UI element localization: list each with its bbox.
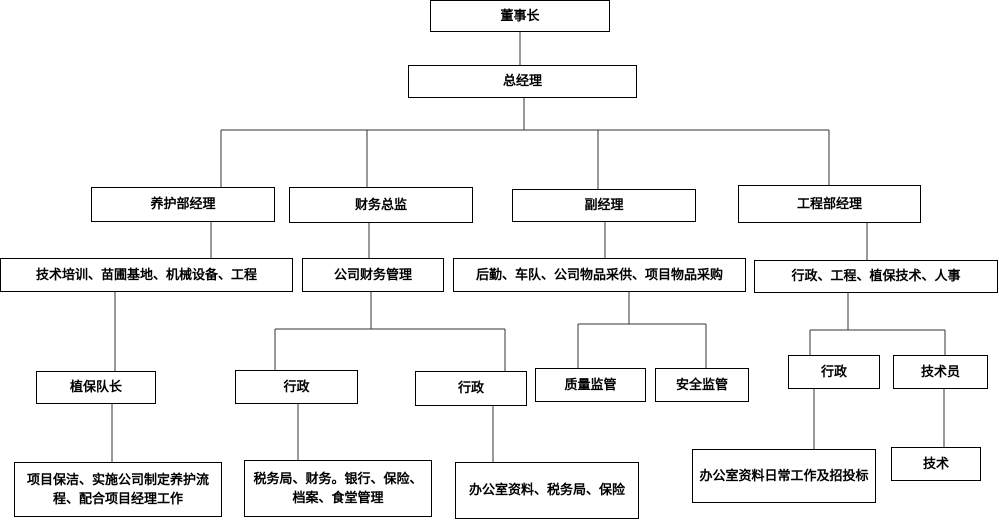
admin-box-1: 行政 <box>235 370 358 404</box>
vice-duties-box: 后勤、车队、公司物品采供、项目物品采购 <box>453 258 746 292</box>
engineering-duties-box: 行政、工程、植保技术、人事 <box>754 260 998 293</box>
admin3-duties-box: 办公室资料日常工作及招投标 <box>692 449 876 503</box>
tech-duties-box: 技术 <box>891 447 981 481</box>
captain-duties-box: 项目保洁、实施公司制定养护流程、配合项目经理工作 <box>14 462 222 517</box>
admin2-duties-box: 办公室资料、税务局、保险 <box>455 462 639 519</box>
quality-supervision-box: 质量监管 <box>535 368 646 402</box>
technician-box: 技术员 <box>893 355 988 389</box>
plant-protection-captain-box: 植保队长 <box>36 371 156 404</box>
maintenance-manager-box: 养护部经理 <box>91 187 275 222</box>
safety-supervision-box: 安全监管 <box>655 368 749 402</box>
admin-box-2: 行政 <box>415 371 527 406</box>
maintenance-duties-box: 技术培训、苗圃基地、机械设备、工程 <box>0 258 293 292</box>
chairman-box: 董事长 <box>430 0 610 32</box>
vice-manager-box: 副经理 <box>512 189 696 222</box>
engineering-manager-box: 工程部经理 <box>738 185 921 223</box>
finance-management-box: 公司财务管理 <box>302 258 444 292</box>
admin1-duties-box: 税务局、财务。银行、保险、档案、食堂管理 <box>244 460 432 517</box>
admin-box-3: 行政 <box>788 355 880 389</box>
cfo-box: 财务总监 <box>289 187 473 223</box>
general-manager-box: 总经理 <box>408 65 637 98</box>
